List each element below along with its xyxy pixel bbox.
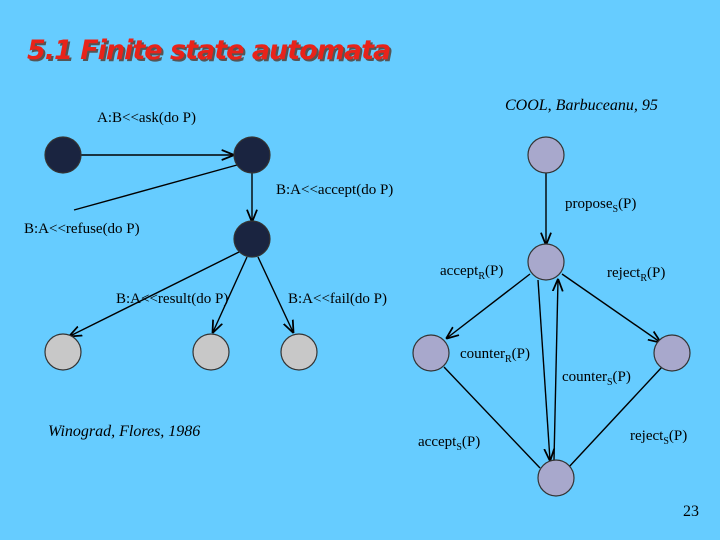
citation-winograd: Winograd, Flores, 1986 — [48, 423, 200, 440]
node-final-3 — [280, 333, 318, 371]
label-refuse: B:A<<refuse(do P) — [24, 221, 140, 237]
edge-result-left — [70, 250, 242, 336]
node-final-2 — [192, 333, 230, 371]
label-ask: A:B<<ask(do P) — [97, 110, 196, 126]
edge-counter-r — [537, 279, 550, 460]
edge-result-mid — [213, 256, 248, 332]
node-accepted — [233, 220, 271, 258]
edge-reject-s — [567, 366, 663, 469]
label-accept-s: acceptS(P) — [418, 434, 480, 453]
page-title-shadow: 5.1 Finite state automata — [29, 37, 392, 68]
label-reject-r: rejectR(P) — [607, 265, 665, 284]
citation-cool: COOL, Barbuceanu, 95 — [505, 97, 658, 114]
edge-accept-r — [447, 273, 531, 338]
edge-reject-r — [561, 273, 660, 342]
node-r-countered — [537, 459, 575, 497]
label-fail: B:A<<fail(do P) — [288, 291, 387, 307]
page-number: 23 — [683, 503, 699, 520]
node-final-1 — [44, 333, 82, 371]
page-title: 5.1 Finite state automata — [27, 35, 390, 66]
edge-accept-s — [443, 366, 541, 469]
node-r-start — [527, 136, 565, 174]
label-counter-s: counterS(P) — [562, 369, 631, 388]
edge-counter-s — [554, 280, 558, 461]
label-counter-r: counterR(P) — [460, 346, 530, 365]
label-accept-r: acceptR(P) — [440, 263, 503, 282]
label-result: B:A<<result(do P) — [116, 291, 228, 307]
label-propose-s: proposeS(P) — [565, 196, 636, 215]
label-accept: B:A<<accept(do P) — [276, 182, 393, 198]
left-diagram: A:B<<ask(do P) B:A<<accept(do P) B:A<<re… — [24, 110, 393, 440]
node-r-accepted — [412, 334, 450, 372]
right-diagram: COOL, Barbuceanu, 95 proposeS(P) acceptR… — [412, 97, 691, 497]
node-r-proposed — [527, 243, 565, 281]
node-r-rejected — [653, 334, 691, 372]
label-reject-s: rejectS(P) — [630, 428, 687, 447]
edge-refuse — [73, 164, 238, 211]
node-start — [44, 136, 82, 174]
edge-fail — [257, 256, 293, 332]
node-asked — [233, 136, 271, 174]
